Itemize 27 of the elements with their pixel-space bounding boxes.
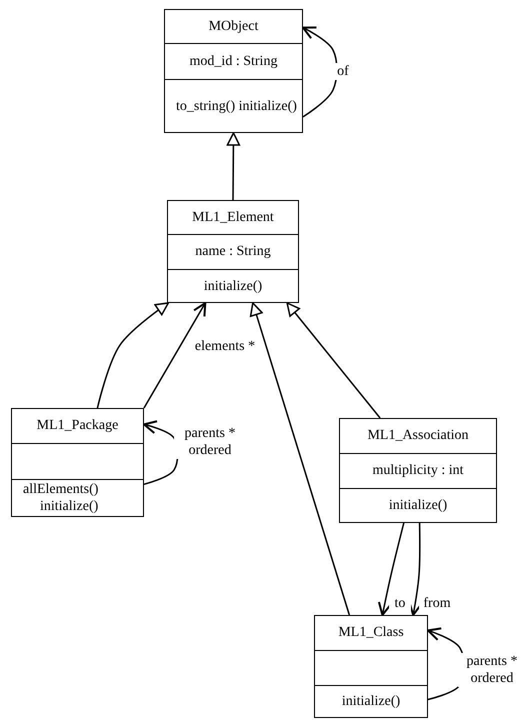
association-arrow [408,522,422,616]
generalization-arrow [286,302,381,418]
class-name: ML1_Package [36,417,118,434]
class-name: ML1_Association [367,427,469,444]
class-name: ML1_Class [338,624,404,642]
association-arrow [378,522,404,616]
attribute-text: name : String [195,243,271,260]
class-box [314,615,428,718]
class-name: MObject [208,18,258,35]
class-name: ML1_Element [192,208,274,226]
class-box [11,408,144,517]
method-text: initialize() [388,497,448,514]
generalization-arrow [226,132,240,200]
association-arrow [302,26,338,118]
edge-label: of [334,63,352,80]
method-text: to_string() initialize() [175,98,298,114]
class-box [164,9,303,133]
method-text: initialize() [204,278,262,294]
method-text: allElements() initialize() [22,481,100,515]
class-box [167,200,299,303]
method-text: initialize() [342,693,400,710]
attribute-text: multiplicity : int [372,462,464,479]
generalization-arrow [96,302,170,408]
attribute-text: mod_id : String [190,52,278,70]
association-arrow [143,302,206,408]
generalization-arrow [250,302,350,616]
class-box [339,418,497,523]
